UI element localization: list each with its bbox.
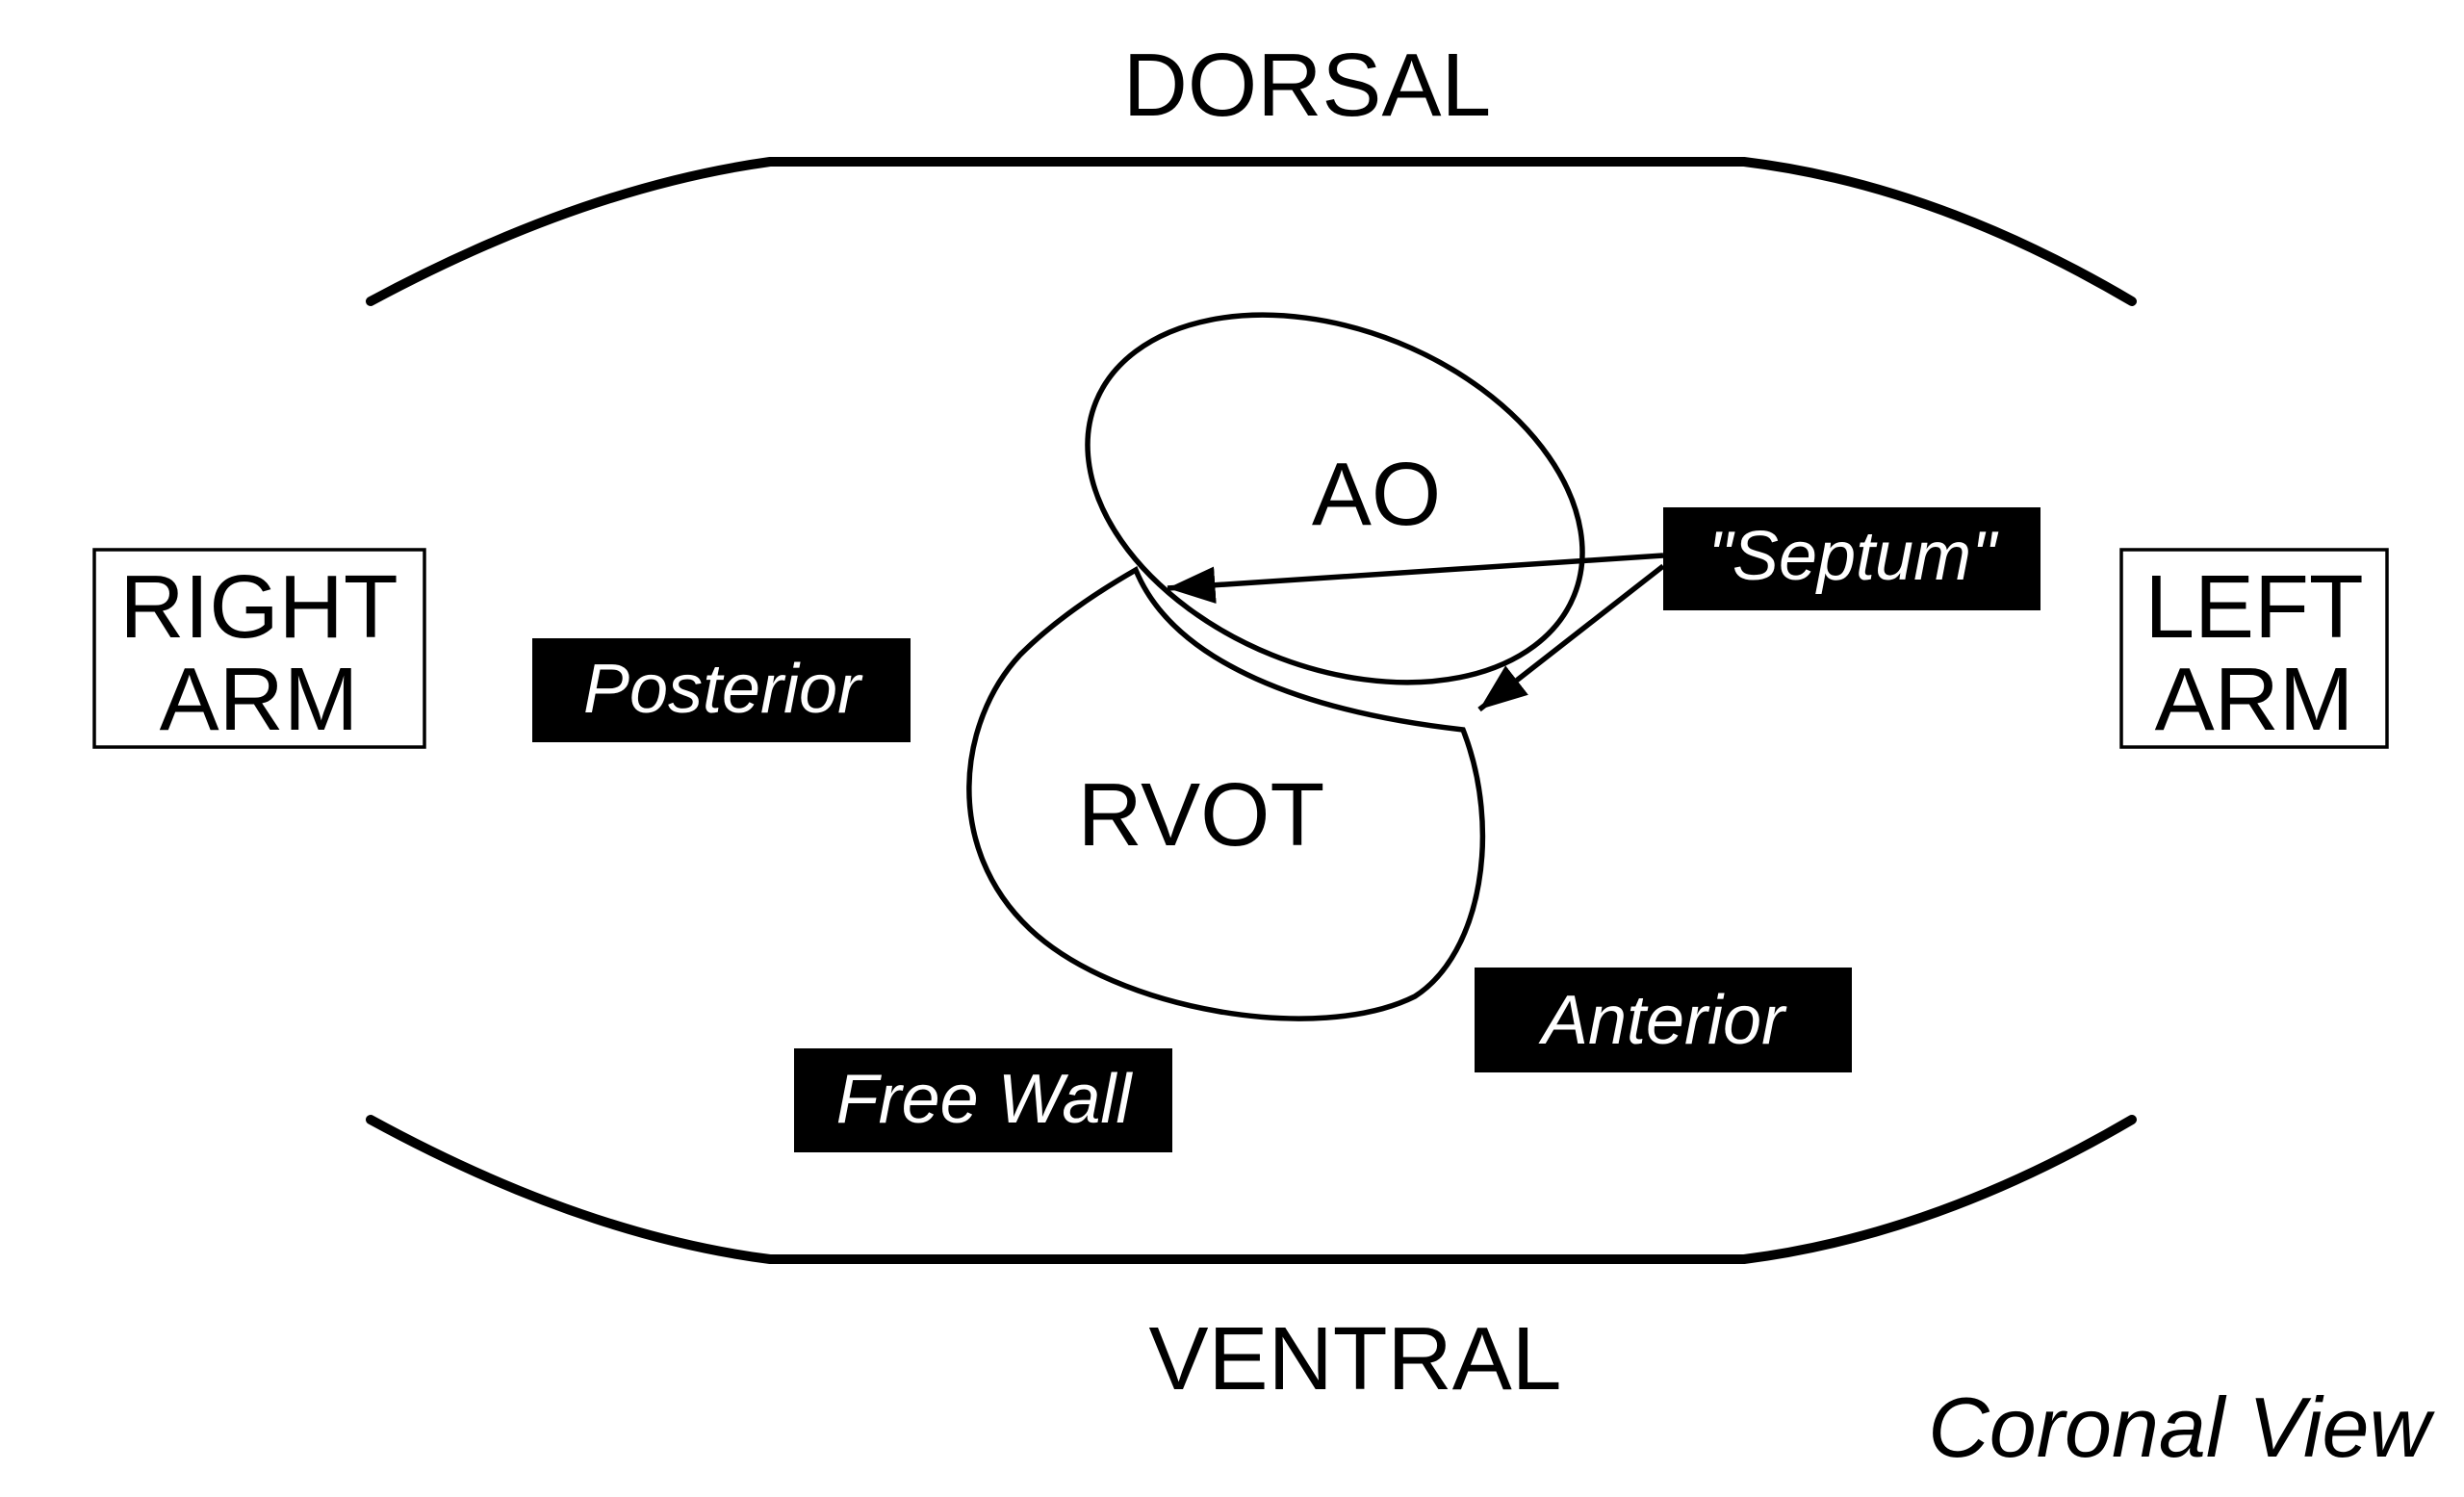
posterior-tag: Posterior [532, 638, 911, 742]
dorsal-body-outline [366, 157, 2137, 306]
septum-arrow-lower [1477, 563, 1665, 712]
free-wall-tag-label: Free Wall [836, 1061, 1134, 1138]
septum-tag: "Septum" [1663, 507, 2040, 610]
right-arm-label-line2: ARM [160, 649, 359, 749]
right-arm-box: RIGHT ARM [92, 548, 426, 749]
septum-tag-label: "Septum" [1707, 518, 1999, 595]
left-arm-label-line2: ARM [2155, 649, 2354, 749]
dorsal-label: DORSAL [1123, 35, 1491, 135]
rvot-structure: RVOT [966, 566, 1486, 1021]
aorta-label: AO [1312, 444, 1441, 544]
left-arm-label-line1: LEFT [2144, 556, 2363, 657]
aorta-structure: AO [1085, 312, 1585, 685]
anterior-tag: Anterior [1475, 968, 1852, 1072]
rvot-label: RVOT [1078, 764, 1325, 865]
posterior-tag-label: Posterior [583, 651, 863, 728]
right-arm-label-line1: RIGHT [119, 556, 398, 657]
ventral-label: VENTRAL [1149, 1308, 1562, 1408]
anterior-tag-label: Anterior [1538, 982, 1787, 1059]
view-label: Coronal View [1928, 1380, 2435, 1475]
left-arm-box: LEFT ARM [2119, 548, 2389, 749]
septum-arrow-upper [1167, 553, 1664, 604]
ventral-body-outline [366, 1115, 2137, 1264]
free-wall-tag: Free Wall [794, 1048, 1172, 1152]
